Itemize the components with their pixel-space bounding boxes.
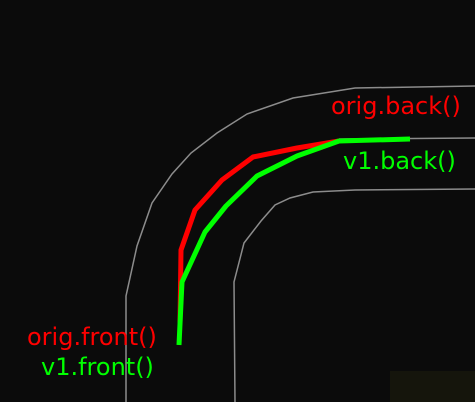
v1-front-label: v1.front() [41,353,154,381]
orig-back-label: orig.back() [331,92,461,120]
orig-front-label: orig.front() [27,323,157,351]
corner-patch [390,371,475,402]
inner-road-edge [233,188,475,402]
v1-path [176,136,411,346]
orig-path [177,138,342,325]
outer-road-edge [125,85,475,402]
v1-back-label: v1.back() [343,147,456,175]
